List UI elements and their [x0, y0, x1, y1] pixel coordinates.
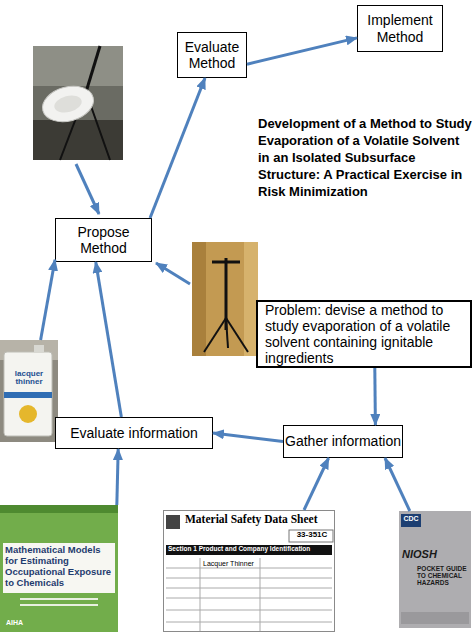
- cover-background: [399, 511, 471, 628]
- picture-node: Mathematical Models for Estimating Occup…: [0, 505, 118, 632]
- picture-text: Lacquer Thinner: [203, 560, 293, 567]
- flow-arrow: [373, 368, 377, 425]
- sheet-rule: [166, 588, 332, 589]
- flow-arrow: [213, 433, 283, 442]
- box-label: Evaluate information: [70, 425, 198, 441]
- picture-text: Material Safety Data Sheet: [185, 514, 333, 526]
- picture-text: AIHA: [6, 619, 46, 626]
- process-box: Propose Method: [55, 218, 152, 262]
- sheet-rule: [200, 558, 201, 631]
- photo-background: [33, 46, 123, 160]
- sheet-rule: [166, 568, 332, 569]
- tripod-photo: [33, 46, 123, 160]
- solvent-can: [4, 352, 52, 436]
- flow-arrow: [150, 78, 205, 218]
- picture-text: lacquer thinner: [6, 370, 52, 386]
- box-label: Evaluate Method: [181, 39, 243, 71]
- photo-background: [192, 242, 206, 356]
- book-cover: [0, 505, 118, 632]
- pocket-guide-cover: [399, 511, 471, 628]
- flow-arrow: [41, 260, 55, 340]
- sheet-section-bar: [166, 545, 332, 555]
- picture-text: NIOSH: [402, 549, 468, 560]
- picture-text: 33-351C: [290, 531, 334, 539]
- picture-text: Section 1 Product and Company Identifica…: [168, 546, 332, 553]
- can-cap: [34, 345, 44, 353]
- picture-node: Material Safety Data SheetSection 1 Prod…: [163, 510, 335, 632]
- process-box: Evaluate Method: [177, 32, 247, 78]
- photo-background: [33, 46, 123, 86]
- process-box: Evaluate information: [55, 417, 213, 449]
- sheet-rule: [166, 578, 332, 579]
- tripod-photo: [192, 242, 258, 356]
- sheet-rule: [166, 622, 332, 623]
- flow-arrow: [247, 38, 357, 64]
- box-label: Gather information: [285, 433, 401, 449]
- can-stripe: [4, 392, 52, 398]
- tripod-leg: [226, 318, 248, 352]
- process-box: Gather information: [283, 425, 403, 458]
- cover-stripe: [0, 505, 118, 513]
- flow-arrow: [385, 458, 410, 511]
- photo-background: [33, 120, 123, 160]
- photo-background: [192, 242, 258, 356]
- cover-rule: [20, 598, 98, 600]
- dish: [52, 93, 83, 116]
- flow-arrow: [117, 449, 118, 505]
- sheet-field: [289, 530, 333, 542]
- cover-band: [3, 543, 115, 593]
- cover-rule: [20, 604, 98, 606]
- cover-footer: [401, 612, 469, 624]
- safety-data-sheet: [164, 511, 335, 632]
- box-label: Problem: devise a method to study evapor…: [265, 302, 463, 366]
- photo-arrow: [156, 263, 190, 284]
- flow-arrow: [96, 262, 122, 417]
- tripod-leg: [204, 318, 226, 352]
- tripod-leg: [226, 318, 228, 348]
- photo-arrow: [76, 164, 99, 214]
- can-logo: [19, 405, 37, 423]
- photo-background: [0, 340, 58, 442]
- picture-node: CDC NIOSH POCKET GUIDE TO CHEMICAL HAZARDS: [399, 511, 471, 628]
- dish: [38, 81, 97, 127]
- flow-arrow: [304, 458, 329, 510]
- picture-text: POCKET GUIDE TO CHEMICAL HAZARDS: [417, 565, 469, 586]
- picture-text: Mathematical Models for Estimating Occup…: [5, 545, 113, 589]
- diagram-title: Development of a Method to Study Evapora…: [258, 116, 472, 200]
- process-box: Problem: devise a method to study evapor…: [256, 300, 472, 368]
- picture-node: lacquer thinner: [0, 340, 58, 442]
- sheet-rule: [260, 558, 261, 631]
- solvent-can-photo: [0, 340, 58, 442]
- box-label: Propose Method: [60, 224, 147, 256]
- cover-logo: [401, 514, 421, 527]
- picture-text: CDC: [401, 515, 421, 522]
- box-label: Implement Method: [361, 12, 439, 44]
- cover-background: [0, 505, 118, 632]
- tripod-leg: [86, 46, 100, 92]
- sheet-rule: [166, 598, 332, 599]
- sheet-rule: [166, 610, 332, 611]
- sheet-logo: [166, 515, 180, 529]
- sheet-page: [164, 511, 335, 632]
- process-box: Implement Method: [357, 5, 443, 52]
